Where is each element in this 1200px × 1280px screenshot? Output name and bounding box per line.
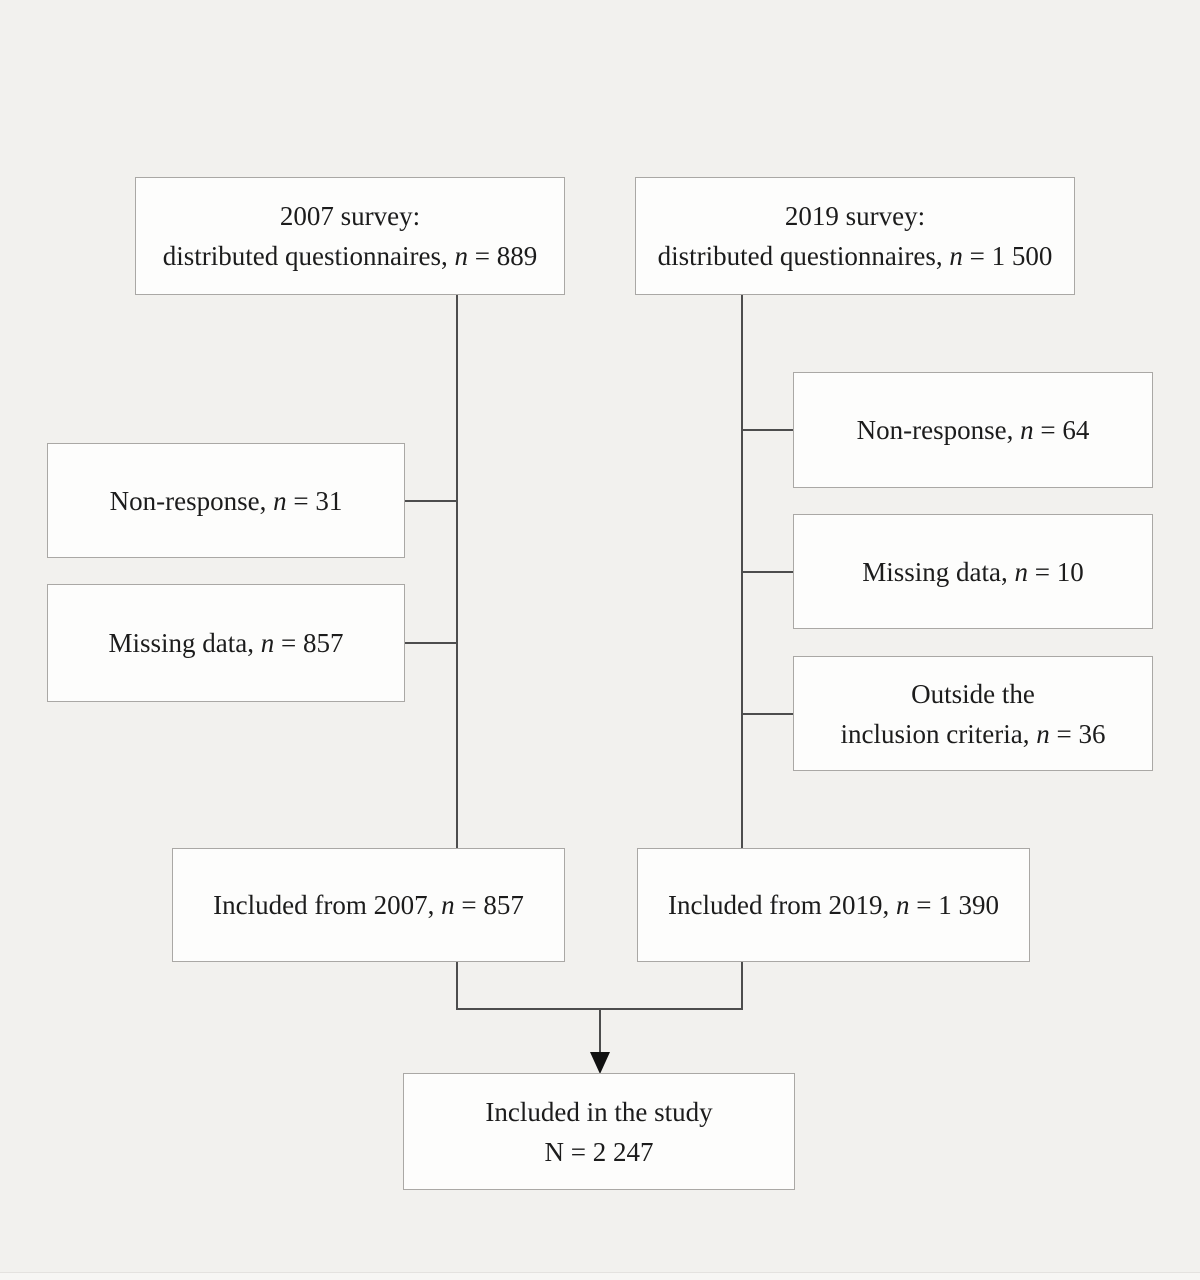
page-divider xyxy=(0,1272,1200,1273)
box-nonresponse-2019: Non-response, n = 64 xyxy=(793,372,1153,488)
box-included-2019: Included from 2019, n = 1 390 xyxy=(637,848,1030,962)
arrow-stem xyxy=(599,1008,601,1053)
box-missing-2019: Missing data, n = 10 xyxy=(793,514,1153,629)
connector-vertical-2007 xyxy=(456,295,458,1009)
box-survey-2019: 2019 survey: distributed questionnaires,… xyxy=(635,177,1075,295)
page-divider-strip xyxy=(0,1273,1200,1280)
box-included-2007-text: Included from 2007, n = 857 xyxy=(213,890,524,920)
connector-missing-2019 xyxy=(742,571,794,573)
box-nonresponse-2019-text: Non-response, n = 64 xyxy=(856,415,1090,445)
box-survey-2019-line1: 2019 survey: xyxy=(784,201,926,231)
box-included-in-study: Included in the study N = 2 247 xyxy=(403,1073,795,1190)
box-survey-2019-line2: distributed questionnaires, n = 1 500 xyxy=(657,241,1053,271)
arrow-down-icon xyxy=(590,1052,610,1074)
connector-missing-2007 xyxy=(404,642,457,644)
box-included-in-study-line1: Included in the study xyxy=(485,1096,713,1127)
box-survey-2007-line2: distributed questionnaires, n = 889 xyxy=(162,241,538,271)
box-nonresponse-2007: Non-response, n = 31 xyxy=(47,443,405,558)
box-included-2007: Included from 2007, n = 857 xyxy=(172,848,565,962)
box-included-2019-text: Included from 2019, n = 1 390 xyxy=(668,890,999,920)
box-missing-2007: Missing data, n = 857 xyxy=(47,584,405,702)
connector-outside-2019 xyxy=(742,713,794,715)
box-survey-2007: 2007 survey: distributed questionnaires,… xyxy=(135,177,565,295)
box-outside-criteria-line1: Outside the xyxy=(911,678,1035,709)
box-survey-2007-line1: 2007 survey: xyxy=(279,201,421,231)
box-included-in-study-line2: N = 2 247 xyxy=(544,1136,654,1167)
box-missing-2019-text: Missing data, n = 10 xyxy=(862,556,1084,587)
box-outside-criteria-line2: inclusion criteria, n = 36 xyxy=(840,718,1106,749)
box-outside-criteria-2019: Outside the inclusion criteria, n = 36 xyxy=(793,656,1153,771)
connector-vertical-2019 xyxy=(741,295,743,1009)
box-nonresponse-2007-text: Non-response, n = 31 xyxy=(109,485,343,516)
connector-nonresponse-2007 xyxy=(404,500,457,502)
connector-nonresponse-2019 xyxy=(742,429,794,431)
box-missing-2007-text: Missing data, n = 857 xyxy=(108,628,344,658)
